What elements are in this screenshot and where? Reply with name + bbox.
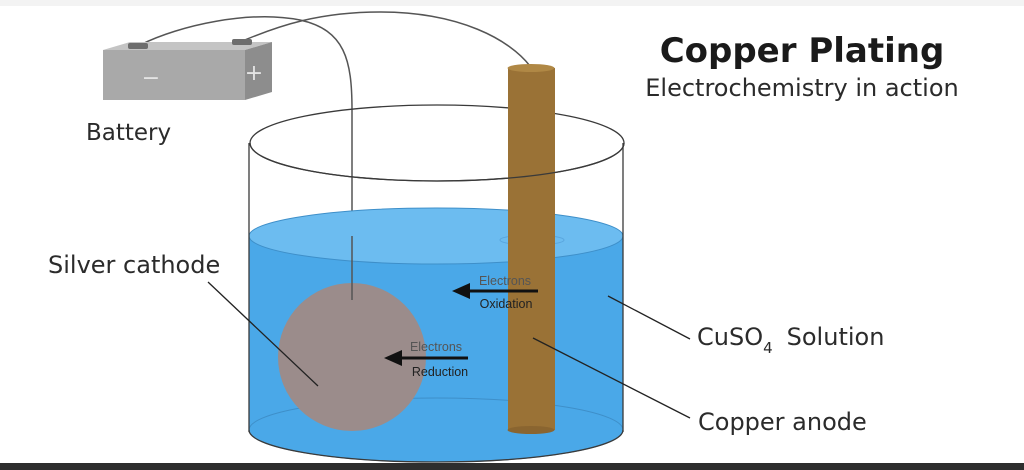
solution-leader-line bbox=[607, 295, 691, 340]
reduction-arrowhead bbox=[384, 350, 402, 366]
solution-surface bbox=[248, 207, 624, 265]
copper-anode-label: Copper anode bbox=[698, 408, 867, 436]
copper-anode-bottom bbox=[507, 426, 555, 434]
battery: − + bbox=[103, 39, 272, 100]
beaker-rim-front bbox=[249, 142, 625, 182]
oxidation-label: Oxidation bbox=[480, 297, 533, 311]
beaker-bottom bbox=[248, 429, 624, 463]
cathode-wire bbox=[139, 16, 353, 300]
reduction-electrons-label: Electrons bbox=[410, 340, 462, 354]
battery-minus-terminal bbox=[128, 43, 148, 49]
copper-anode bbox=[508, 68, 555, 430]
solution-formula: CuSO bbox=[697, 323, 763, 351]
bottom-bar bbox=[0, 463, 1024, 470]
reduction-label: Reduction bbox=[412, 365, 468, 379]
solution-label: CuSO4 Solution bbox=[697, 323, 884, 357]
battery-plus-terminal bbox=[232, 39, 252, 45]
solution-word: Solution bbox=[787, 323, 885, 351]
anode-wire bbox=[239, 11, 531, 67]
battery-label: Battery bbox=[86, 120, 171, 146]
battery-plus-sign: + bbox=[245, 61, 263, 86]
diagram-subtitle: Electrochemistry in action bbox=[645, 74, 958, 102]
solution-subscript: 4 bbox=[763, 339, 773, 357]
silver-cathode bbox=[278, 283, 426, 431]
oxidation-arrowhead bbox=[452, 283, 470, 299]
oxidation-arrow-group: Electrons Oxidation bbox=[452, 274, 538, 311]
oxidation-electrons-label: Electrons bbox=[479, 274, 531, 288]
battery-side bbox=[245, 42, 272, 100]
silver-cathode-label: Silver cathode bbox=[48, 251, 220, 279]
battery-front bbox=[103, 50, 245, 100]
cathode-leader-line bbox=[207, 281, 319, 387]
copper-anode-top bbox=[507, 64, 555, 72]
reduction-arrow-group: Electrons Reduction bbox=[384, 340, 468, 379]
battery-minus-sign: − bbox=[142, 66, 160, 91]
anode-leader-line bbox=[532, 337, 691, 419]
top-strip bbox=[0, 0, 1024, 6]
diagram-title: Copper Plating bbox=[660, 31, 945, 71]
